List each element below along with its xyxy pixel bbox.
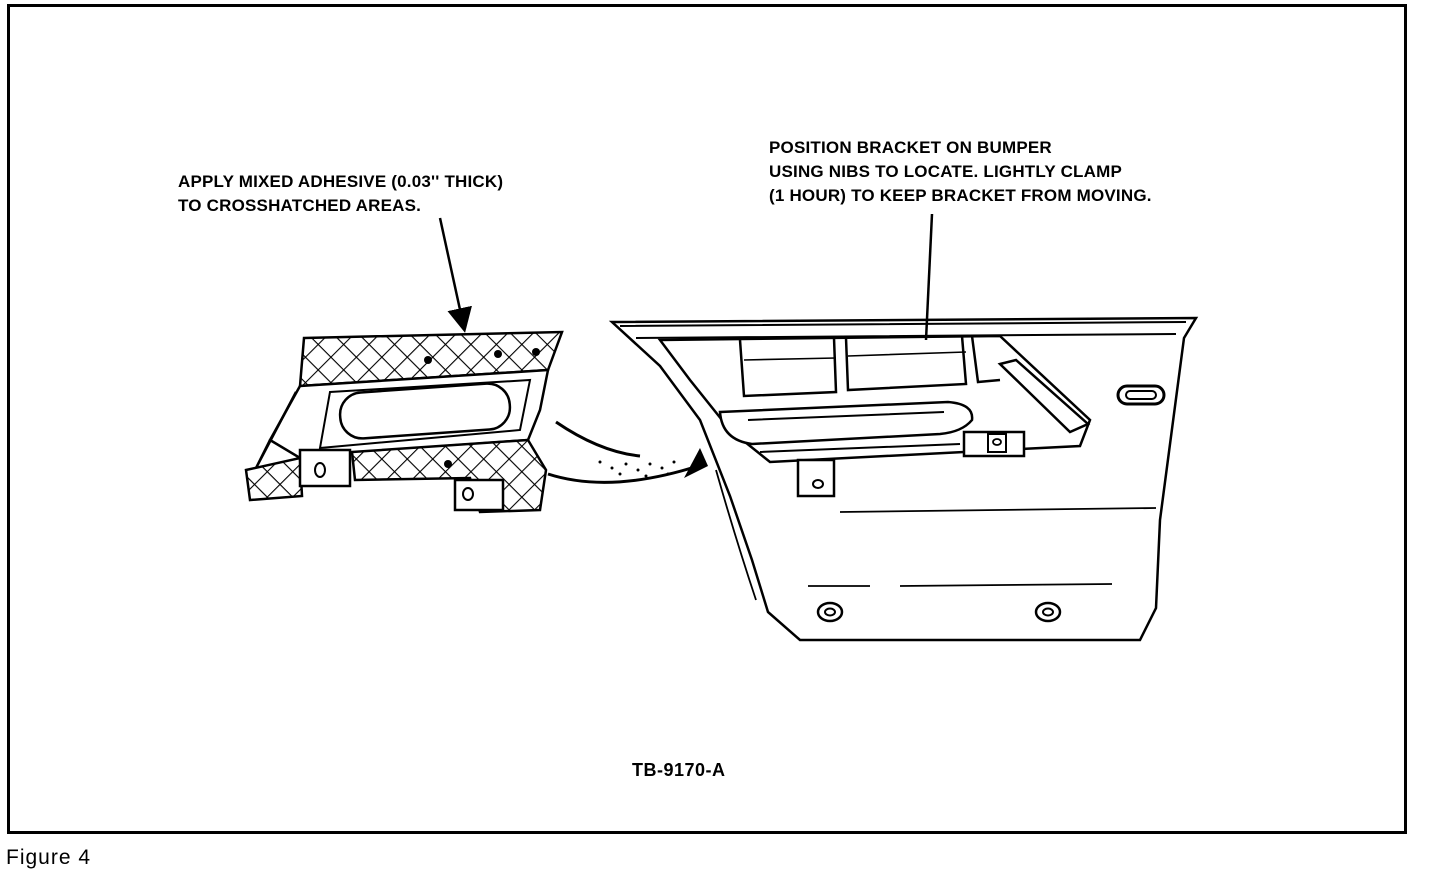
bracket-callout-line-2: USING NIBS TO LOCATE. LIGHTLY CLAMP bbox=[769, 162, 1123, 181]
bumper-tab-center bbox=[796, 458, 836, 498]
diagram-frame bbox=[7, 4, 1407, 834]
figure-id: TB-9170-A bbox=[632, 760, 726, 780]
bracket-callout-line-1: POSITION BRACKET ON BUMPER bbox=[769, 138, 1052, 157]
figure-caption: Figure 4 bbox=[6, 846, 92, 869]
transfer-arrow-stipple bbox=[598, 460, 676, 478]
bracket-callout: POSITION BRACKET ON BUMPER USING NIBS TO… bbox=[769, 136, 1152, 208]
transfer-arrow-upper bbox=[555, 420, 641, 458]
bumper-part bbox=[608, 316, 1199, 642]
adhesive-callout: APPLY MIXED ADHESIVE (0.03'' THICK) TO C… bbox=[178, 170, 503, 218]
adhesive-leader-line bbox=[438, 217, 472, 333]
transfer-arrow-lower bbox=[547, 464, 699, 484]
adhesive-callout-line-1: APPLY MIXED ADHESIVE (0.03'' THICK) bbox=[178, 172, 504, 191]
bracket-callout-line-3: (1 HOUR) TO KEEP BRACKET FROM MOVING. bbox=[769, 186, 1152, 205]
slot-opening bbox=[338, 382, 512, 440]
transfer-arrowhead bbox=[684, 448, 708, 478]
bracket-leader-line bbox=[924, 213, 934, 341]
adhesive-area-bottom bbox=[350, 438, 548, 514]
adhesive-callout-line-2: TO CROSSHATCHED AREAS. bbox=[178, 196, 422, 215]
bracket-part bbox=[244, 330, 564, 514]
adhesive-area-left bbox=[244, 456, 304, 502]
